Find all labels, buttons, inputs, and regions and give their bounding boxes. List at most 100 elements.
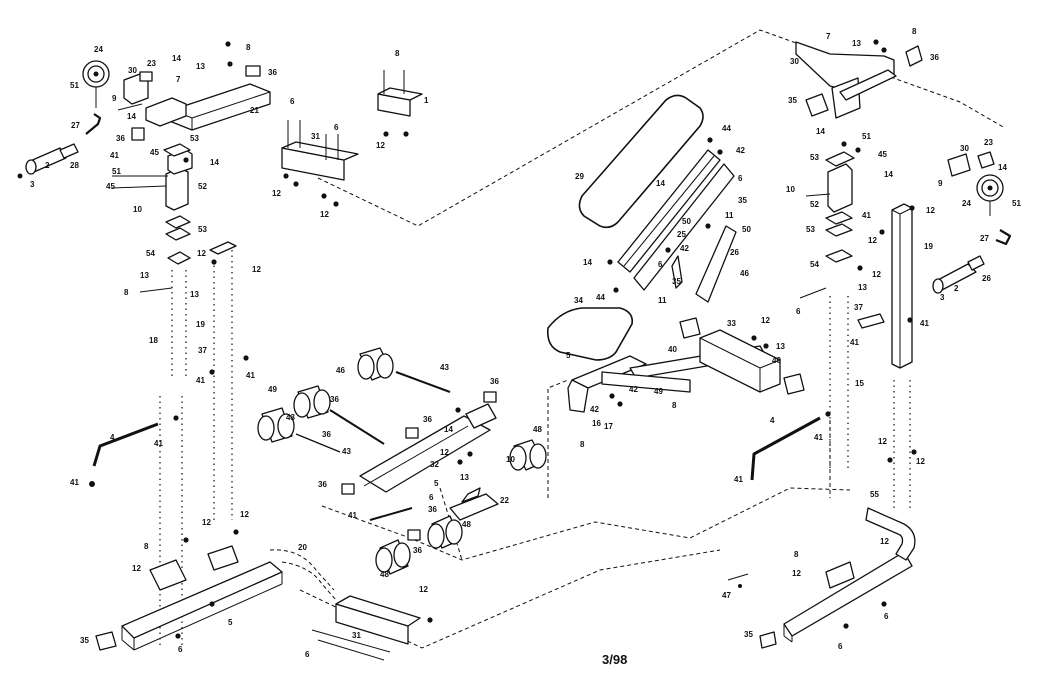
part-callout: 43 xyxy=(440,363,449,372)
part-callout: 5 xyxy=(434,479,439,488)
part-callout: 12 xyxy=(440,448,449,457)
roller-49 xyxy=(293,385,331,419)
part-callout: 12 xyxy=(761,316,770,325)
part-callout: 2 xyxy=(45,161,50,170)
part-callout: 12 xyxy=(868,236,877,245)
part-callout: 9 xyxy=(938,179,943,188)
part-callout: 12 xyxy=(880,537,889,546)
part-callout: 8 xyxy=(672,401,677,410)
part-callout: 10 xyxy=(786,185,795,194)
part-callout: 12 xyxy=(872,270,881,279)
page-number: 3/98 xyxy=(602,652,628,667)
bracket-31-top xyxy=(281,120,359,181)
part-callout: 36 xyxy=(490,377,499,386)
part-callout: 41 xyxy=(246,371,255,380)
part-callout: 18 xyxy=(149,336,158,345)
part-callout: 53 xyxy=(198,225,207,234)
end-caps-40 xyxy=(679,317,805,395)
part-callout: 24 xyxy=(94,45,103,54)
part-callout: 52 xyxy=(198,182,207,191)
part-callout: 28 xyxy=(70,161,79,170)
part-callout: 45 xyxy=(878,150,887,159)
left-handle-4 xyxy=(89,422,159,487)
part-callout: 42 xyxy=(629,385,638,394)
bracket-1 xyxy=(377,70,423,117)
part-callout: 11 xyxy=(658,296,667,305)
part-callout: 29 xyxy=(575,172,584,181)
part-callout: 41 xyxy=(154,439,163,448)
part-callout: 14 xyxy=(884,170,893,179)
right-upright-tubes xyxy=(829,203,913,510)
part-callout: 42 xyxy=(680,244,689,253)
part-callout: 35 xyxy=(672,277,681,286)
part-callout: 12 xyxy=(419,585,428,594)
part-callout: 45 xyxy=(150,148,159,157)
part-callout: 41 xyxy=(850,338,859,347)
part-callout: 36 xyxy=(428,505,437,514)
part-callout: 12 xyxy=(240,510,249,519)
part-callout: 54 xyxy=(146,249,155,258)
part-callout: 14 xyxy=(210,158,219,167)
part-callout: 53 xyxy=(806,225,815,234)
part-callout: 7 xyxy=(176,75,181,84)
part-callout: 13 xyxy=(196,62,205,71)
part-callout: 13 xyxy=(852,39,861,48)
part-callout: 12 xyxy=(878,437,887,446)
part-callout: 13 xyxy=(776,342,785,351)
seat-pad-34 xyxy=(546,307,634,361)
bracket-26 xyxy=(671,225,737,303)
part-callout: 23 xyxy=(147,59,156,68)
part-callout: 48 xyxy=(380,570,389,579)
part-callout: 12 xyxy=(132,564,141,573)
part-callout: 7 xyxy=(826,32,831,41)
part-callout: 44 xyxy=(722,124,731,133)
part-callout: 5 xyxy=(228,618,233,627)
part-callout: 4 xyxy=(770,416,775,425)
part-callout: 8 xyxy=(580,440,585,449)
part-callout: 43 xyxy=(286,413,295,422)
part-callout: 10 xyxy=(133,205,142,214)
left-upright-tubes xyxy=(159,241,237,645)
part-callout: 41 xyxy=(920,319,929,328)
part-callout: 22 xyxy=(500,496,509,505)
part-callout: 31 xyxy=(352,631,361,640)
part-callout: 45 xyxy=(106,182,115,191)
part-callout: 36 xyxy=(423,415,432,424)
part-callout: 23 xyxy=(984,138,993,147)
part-callout: 6 xyxy=(305,650,310,659)
part-callout: 46 xyxy=(740,269,749,278)
part-callout: 32 xyxy=(430,460,439,469)
part-callout: 40 xyxy=(668,345,677,354)
roller-48-lower-right xyxy=(427,515,463,549)
part-callout: 6 xyxy=(178,645,183,654)
part-callout: 13 xyxy=(190,290,199,299)
part-callout: 12 xyxy=(197,249,206,258)
back-frame-25 xyxy=(617,149,735,291)
part-callout: 35 xyxy=(738,196,747,205)
part-callout: 8 xyxy=(144,542,149,551)
part-callout: 14 xyxy=(127,112,136,121)
right-handle-4 xyxy=(750,416,821,481)
part-callout: 54 xyxy=(810,260,819,269)
part-callout: 41 xyxy=(734,475,743,484)
part-callout: 41 xyxy=(196,376,205,385)
part-callout: 14 xyxy=(816,127,825,136)
left-base-frame-20 xyxy=(95,545,337,651)
roller-48-right xyxy=(509,439,547,471)
part-callout: 52 xyxy=(810,200,819,209)
part-callout: 36 xyxy=(930,53,939,62)
left-top-crossbar-assembly xyxy=(17,60,271,293)
part-callout: 31 xyxy=(311,132,320,141)
part-callout: 42 xyxy=(736,146,745,155)
part-callout: 53 xyxy=(190,134,199,143)
part-callout: 6 xyxy=(334,123,339,132)
part-callout: 12 xyxy=(320,210,329,219)
part-callout: 1 xyxy=(424,96,429,105)
part-callout: 27 xyxy=(980,234,989,243)
part-callout: 15 xyxy=(855,379,864,388)
part-callout: 14 xyxy=(656,179,665,188)
roller-43 xyxy=(257,407,295,443)
part-callout: 37 xyxy=(198,346,207,355)
